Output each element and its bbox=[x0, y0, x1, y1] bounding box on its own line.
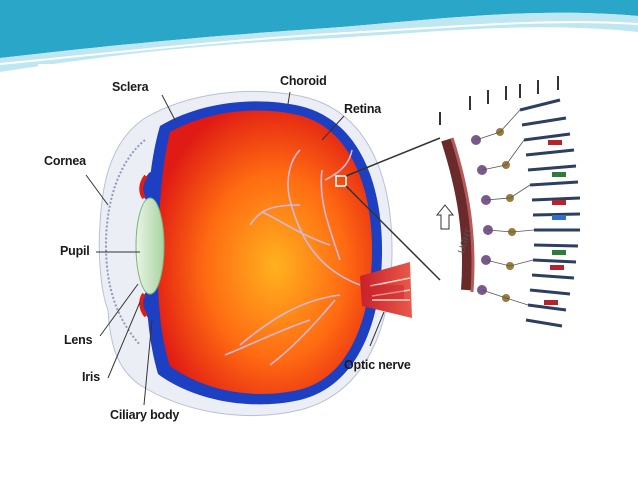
top-wave-light bbox=[0, 12, 638, 73]
retina-cross-section bbox=[439, 76, 581, 328]
top-wave-line bbox=[0, 21, 638, 65]
label-iris: Iris bbox=[82, 370, 100, 384]
label-ciliary-body: Ciliary body bbox=[110, 408, 180, 422]
label-pupil: Pupil bbox=[60, 244, 90, 258]
label-sclera: Sclera bbox=[112, 80, 149, 94]
light-arrow-icon bbox=[435, 204, 455, 230]
label-choroid: Choroid bbox=[280, 74, 327, 88]
label-lens: Lens bbox=[64, 333, 93, 347]
top-wave-dark bbox=[0, 0, 638, 58]
vitreous-body bbox=[157, 110, 372, 394]
label-optic-nerve: Optic nerve bbox=[344, 358, 411, 372]
blood-vessels bbox=[224, 149, 361, 366]
optic-nerve-shape bbox=[360, 262, 412, 318]
zoom-box bbox=[335, 175, 347, 187]
label-cornea: Cornea bbox=[44, 154, 86, 168]
label-retina: Retina bbox=[344, 102, 382, 116]
lens bbox=[135, 197, 165, 295]
label-leader-lines bbox=[85, 91, 385, 406]
iris-ciliary bbox=[139, 172, 160, 320]
cornea bbox=[104, 139, 146, 346]
